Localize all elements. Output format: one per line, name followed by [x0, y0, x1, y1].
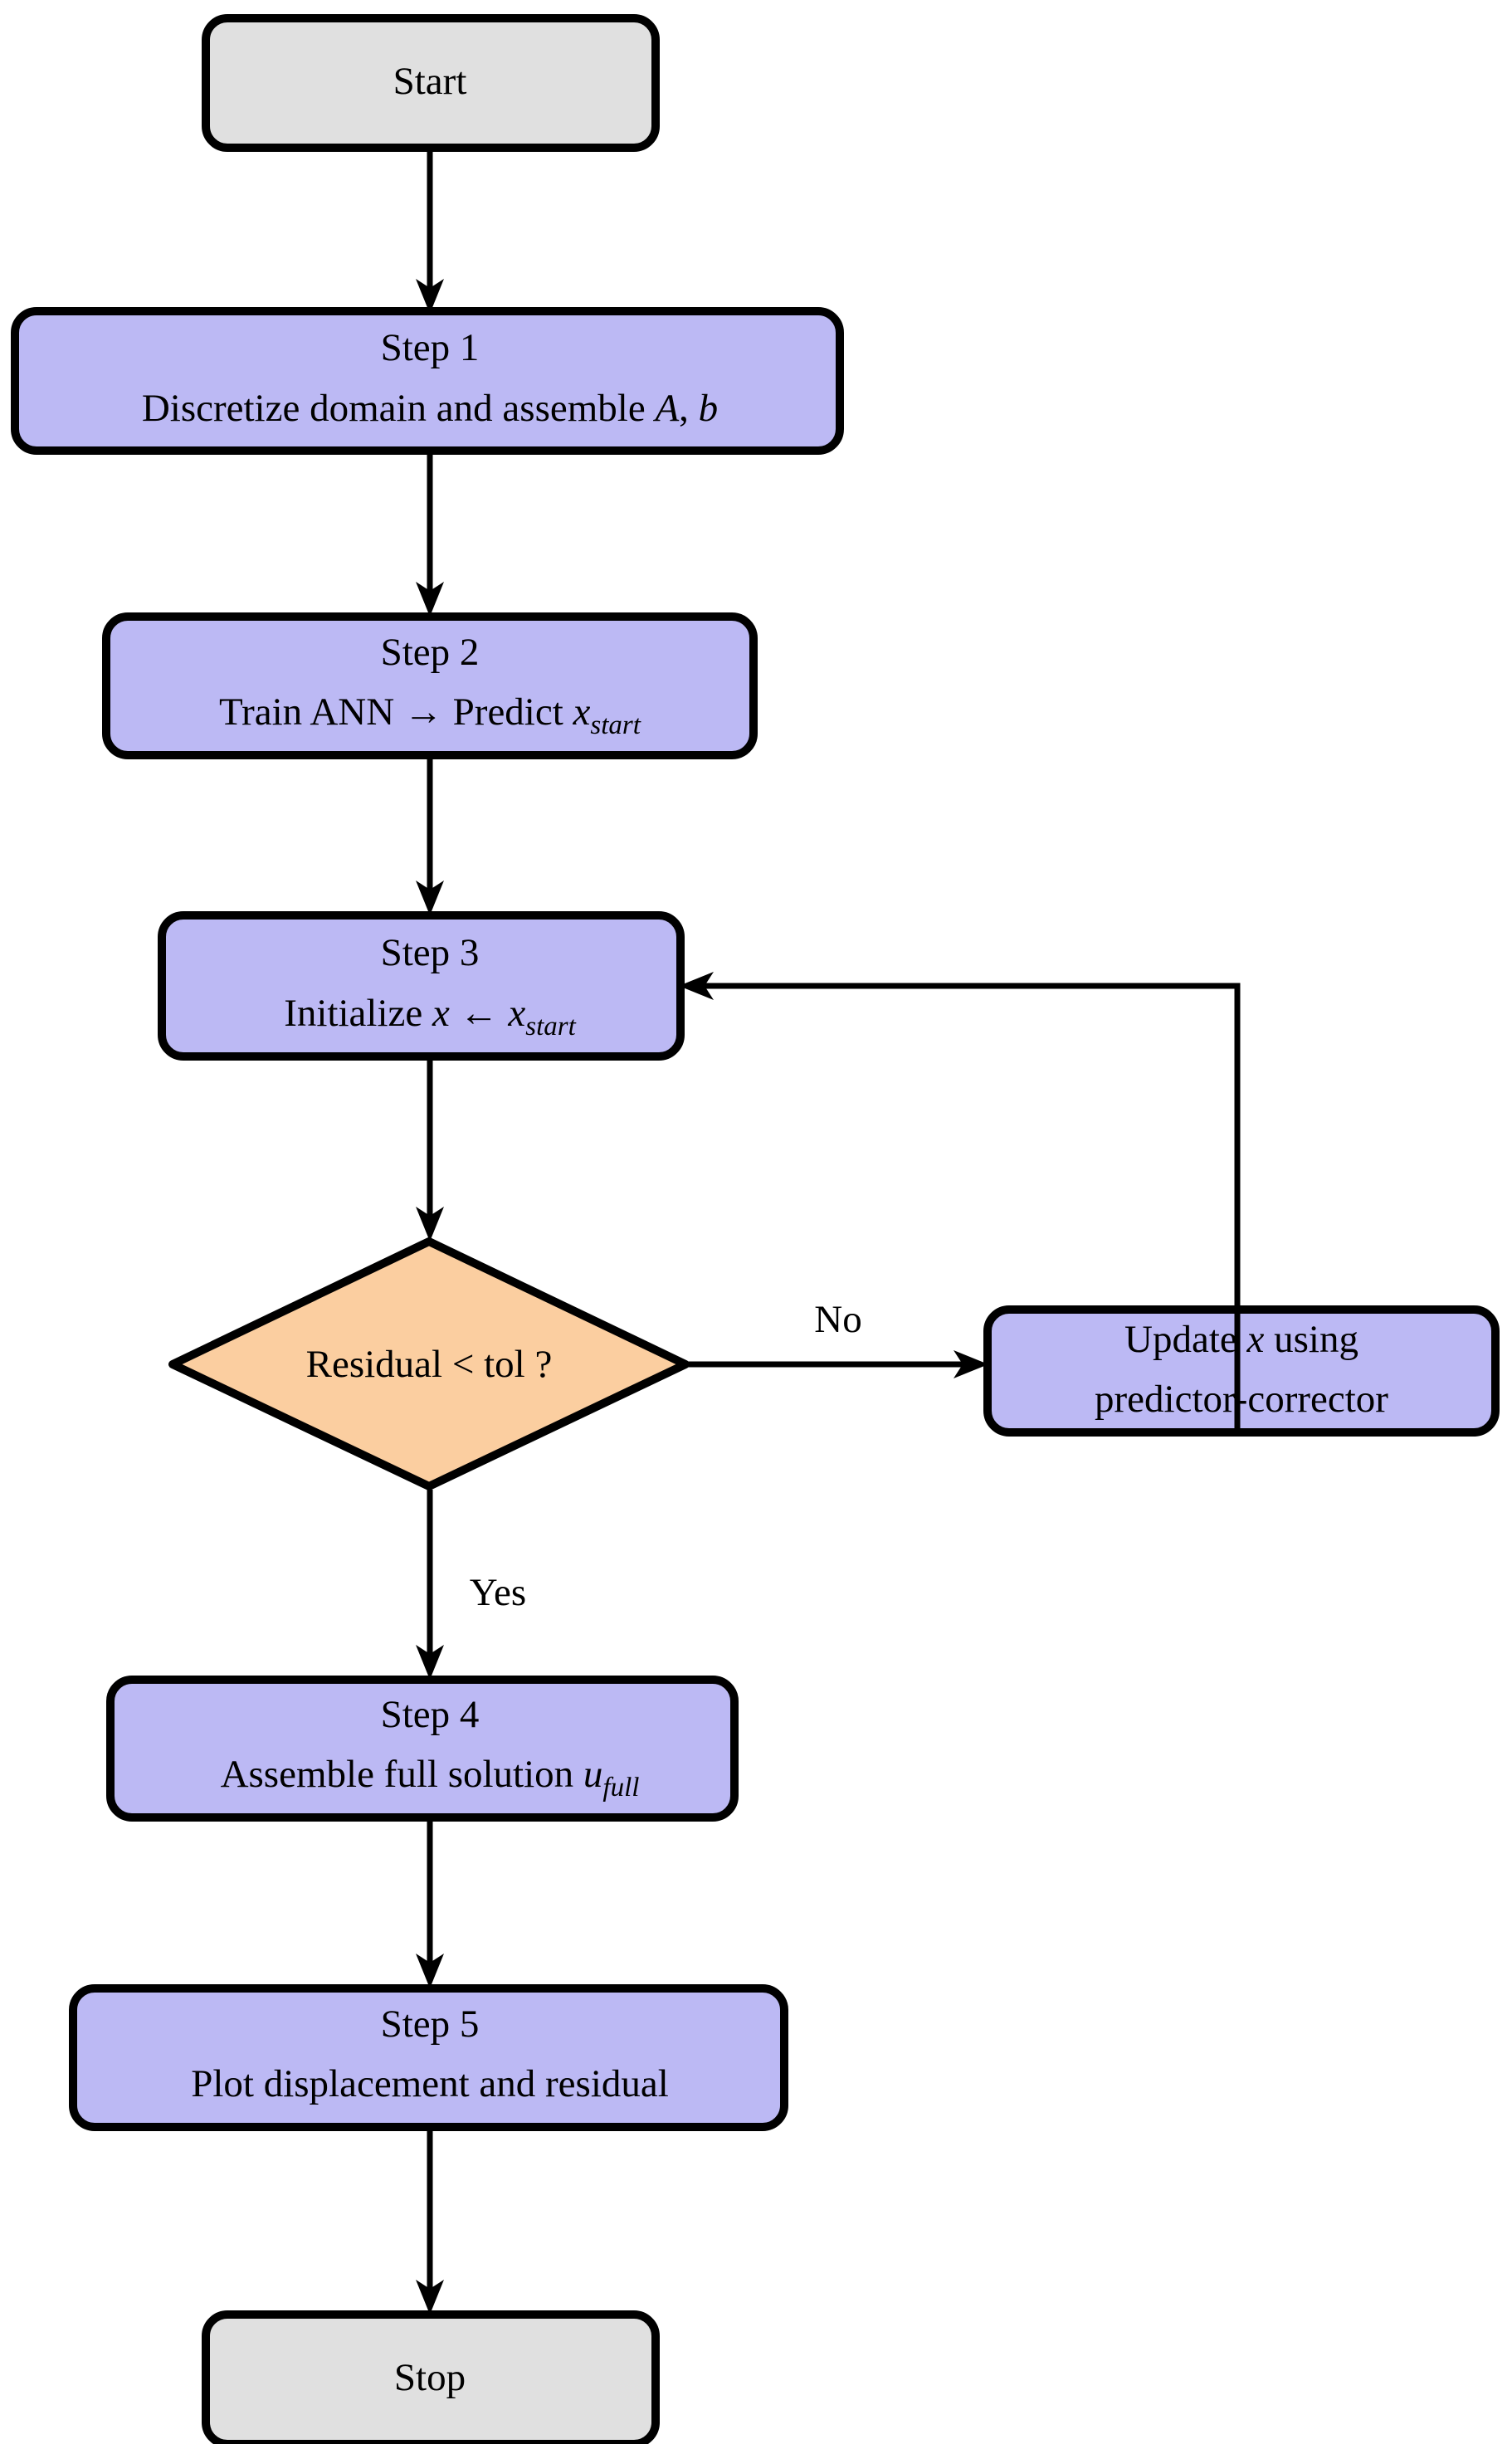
node-step5[interactable]: Step 5 Plot displacement and residual: [69, 1984, 788, 2131]
edge-step2-to-step3: [416, 755, 444, 915]
decision-label-b: tol ?: [474, 1343, 552, 1386]
edge-step4-to-step5: [416, 1817, 444, 1988]
step1-body-text: Discretize domain and assemble: [142, 387, 656, 430]
step4-title: Step 4: [381, 1693, 480, 1736]
step2-shape[interactable]: [102, 612, 758, 759]
node-step1[interactable]: Step 1 Discretize domain and assemble A,…: [11, 307, 844, 455]
decision-label: Residual < tol ?: [306, 1343, 553, 1386]
step4-var-u: u: [583, 1753, 603, 1796]
decision-shape[interactable]: [168, 1237, 690, 1490]
step1-var-a: A: [652, 387, 679, 430]
step5-shape[interactable]: [69, 1984, 788, 2131]
stop-label: Stop: [394, 2356, 466, 2399]
step5-title: Step 5: [381, 2003, 480, 2046]
step1-body: Discretize domain and assemble A, b: [142, 387, 718, 430]
step3-sub-start: start: [525, 1012, 576, 1042]
step2-sub-start: start: [590, 710, 641, 740]
step1-title: Step 1: [381, 326, 480, 369]
step4-body-a: Assemble full solution: [221, 1753, 583, 1796]
update-line2: predictor-corrector: [1095, 1378, 1388, 1421]
step1-shape[interactable]: [11, 307, 844, 455]
decision-label-lt: <: [452, 1343, 475, 1386]
step3-arrow-glyph: ←: [450, 992, 509, 1035]
edge-label-yes: Yes: [470, 1571, 526, 1614]
edge-step1-to-step2: [416, 451, 444, 617]
step3-var-xstart: x: [507, 992, 525, 1035]
node-step3[interactable]: Step 3 Initialize x ← xstart: [158, 911, 685, 1061]
step2-body: Train ANN → Predict xstart: [219, 690, 641, 740]
stop-shape[interactable]: [202, 2310, 660, 2444]
edge-start-to-step1: [416, 148, 444, 314]
decision-label-a: Residual: [306, 1343, 452, 1386]
update-line1-b: using: [1264, 1318, 1358, 1361]
step4-sub-full: full: [602, 1773, 639, 1803]
start-label: Start: [393, 60, 467, 103]
edge-decision-no-to-update: [685, 1350, 988, 1378]
node-decision-residual[interactable]: Residual < tol ?: [168, 1237, 690, 1490]
step2-arrow-glyph: →: [404, 690, 443, 734]
step1-var-b: b: [699, 387, 719, 430]
edge-step3-to-decision: [416, 1056, 444, 1242]
edge-step5-to-stop: [416, 2127, 444, 2315]
edge-label-no: No: [814, 1298, 861, 1341]
node-update-predictor-corrector[interactable]: Update x using predictor-corrector: [983, 1305, 1500, 1437]
edge-decision-yes-to-step4: [416, 1490, 444, 1680]
node-step2[interactable]: Step 2 Train ANN → Predict xstart: [102, 612, 758, 759]
step2-var-x: x: [573, 690, 591, 734]
step3-var-x: x: [432, 992, 450, 1035]
step5-body: Plot displacement and residual: [191, 2062, 669, 2105]
update-var-x: x: [1246, 1318, 1265, 1361]
update-line1-a: Update: [1124, 1318, 1246, 1361]
step4-shape[interactable]: [106, 1676, 739, 1822]
update-shape[interactable]: [983, 1305, 1500, 1437]
step1-comma: ,: [679, 387, 699, 430]
step2-title: Step 2: [381, 631, 480, 674]
step2-body-b: Predict: [443, 690, 573, 734]
start-shape[interactable]: [202, 14, 660, 152]
node-stop[interactable]: Stop: [202, 2310, 660, 2444]
edge-update-feedback-to-step3: [679, 972, 1241, 1432]
step3-body-a: Initialize: [284, 992, 432, 1035]
step3-body: Initialize x ← xstart: [284, 992, 576, 1042]
step3-title: Step 3: [381, 931, 480, 974]
node-step4[interactable]: Step 4 Assemble full solution ufull: [106, 1676, 739, 1822]
step2-body-a: Train ANN: [219, 690, 404, 734]
update-line1: Update x using: [1124, 1318, 1358, 1361]
step4-body: Assemble full solution ufull: [221, 1753, 640, 1803]
node-start[interactable]: Start: [202, 14, 660, 152]
